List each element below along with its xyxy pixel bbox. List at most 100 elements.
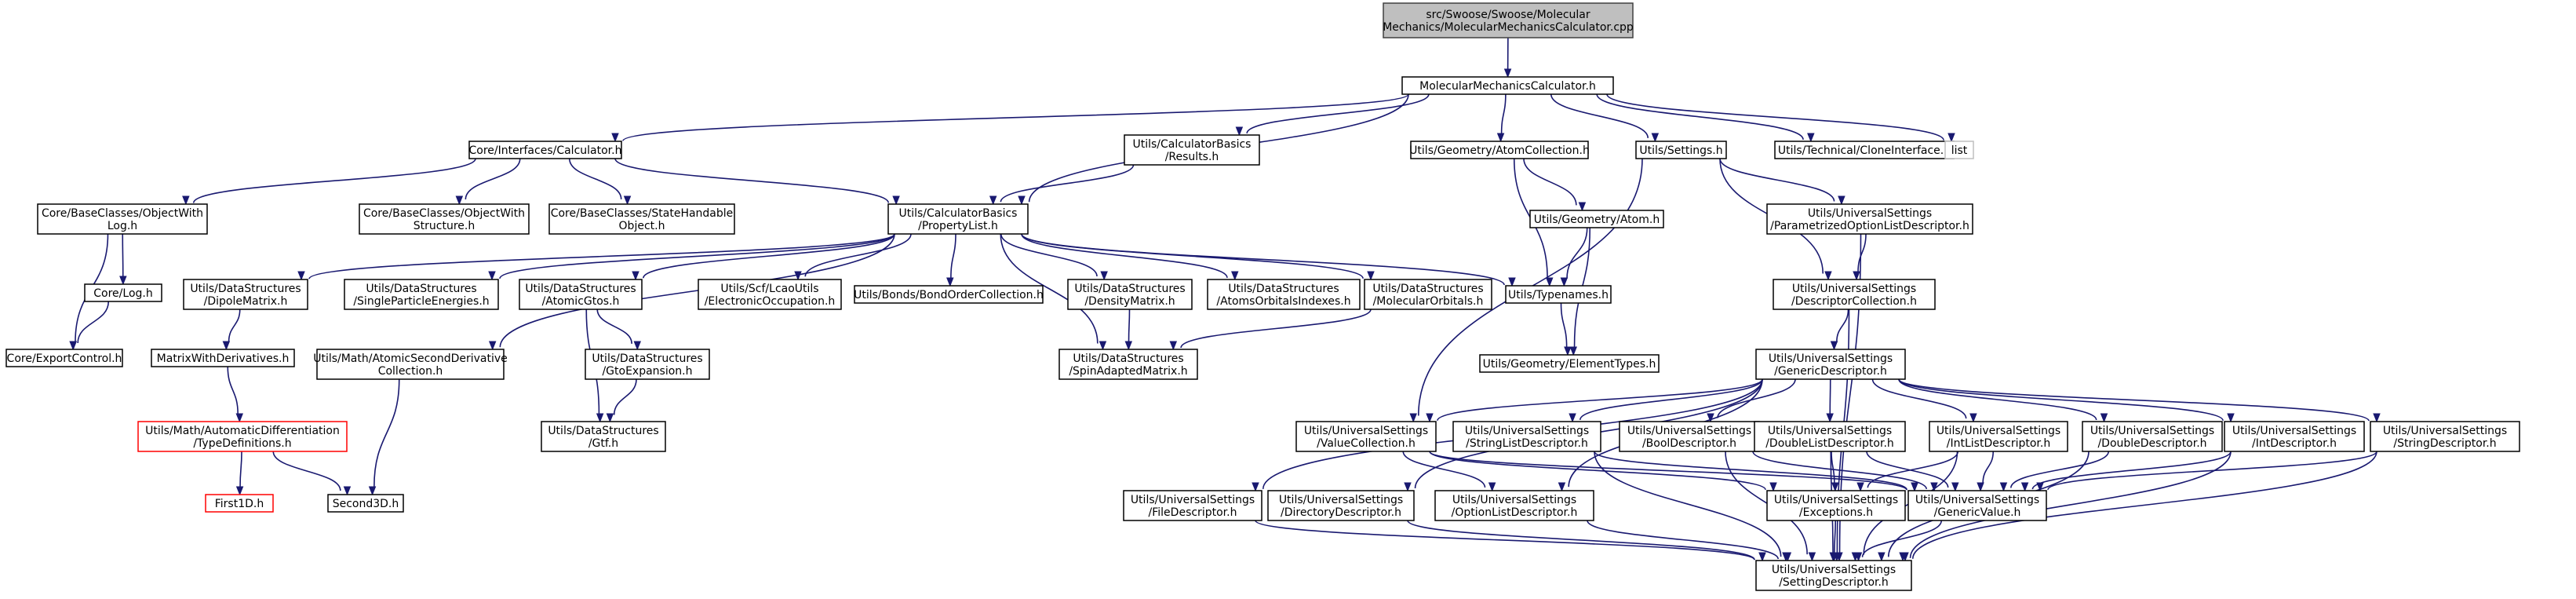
node-elementtypes[interactable]: Utils/Geometry/ElementTypes.h xyxy=(1479,354,1660,373)
node-label: Utils/DataStructures xyxy=(1074,283,1185,295)
edge-propertylist-to-densitymatrix xyxy=(1000,233,1108,281)
node-bondorder[interactable]: Utils/Bonds/BondOrderCollection.h xyxy=(854,285,1044,304)
node-exceptions[interactable]: Utils/UniversalSettings/Exceptions.h xyxy=(1766,490,1906,521)
arrowhead xyxy=(1488,482,1496,492)
node-dbldesc[interactable]: Utils/UniversalSettings/DoubleDescriptor… xyxy=(2082,421,2223,452)
node-atomicgtos[interactable]: Utils/DataStructures/AtomicGtos.h xyxy=(519,279,643,310)
node-label: Utils/UniversalSettings xyxy=(1452,494,1576,506)
node-matrixwithderiv[interactable]: MatrixWithDerivatives.h xyxy=(151,349,295,367)
node-molorbitals[interactable]: Utils/DataStructures/MolecularOrbitals.h xyxy=(1364,279,1492,310)
edge-intlistdesc-to-exceptions xyxy=(1856,451,1959,492)
node-exportcontrol[interactable]: Core/ExportControl.h xyxy=(5,349,123,367)
node-settingdesc[interactable]: Utils/UniversalSettings/SettingDescripto… xyxy=(1755,560,1912,591)
node-optlistdesc[interactable]: Utils/UniversalSettings/OptionListDescri… xyxy=(1434,490,1594,521)
node-atom[interactable]: Utils/Geometry/Atom.h xyxy=(1529,210,1664,228)
node-label: /BoolDescriptor.h xyxy=(1642,437,1736,450)
edge-root-to-mmcalc xyxy=(1503,37,1512,79)
arrowhead xyxy=(892,195,900,206)
node-desccollection[interactable]: Utils/UniversalSettings/DescriptorCollec… xyxy=(1773,279,1936,310)
node-genericdesc[interactable]: Utils/UniversalSettings/GenericDescripto… xyxy=(1755,349,1906,380)
node-intdesc[interactable]: Utils/UniversalSettings/IntDescriptor.h xyxy=(2224,421,2365,452)
node-dirdesc[interactable]: Utils/UniversalSettings/DirectoryDescrip… xyxy=(1267,490,1415,521)
edge-genericdesc-to-intlistdesc xyxy=(1871,378,1977,423)
arrowhead xyxy=(1856,482,1864,492)
arrowhead xyxy=(488,271,496,281)
node-dipolematrix[interactable]: Utils/DataStructures/DipoleMatrix.h xyxy=(183,279,308,310)
node-singleparticle[interactable]: Utils/DataStructures/SingleParticleEnerg… xyxy=(344,279,499,310)
edge-line xyxy=(1898,378,2370,422)
node-box xyxy=(205,494,274,513)
edge-line xyxy=(373,378,400,488)
node-atomsorbitals[interactable]: Utils/DataStructures/AtomsOrbitalsIndexe… xyxy=(1207,279,1361,310)
edge-genericdesc-to-strlistdesc xyxy=(1569,378,1763,423)
arrowhead xyxy=(343,486,352,496)
node-list[interactable]: list xyxy=(1944,141,1974,159)
node-box xyxy=(1635,141,1727,159)
node-label: Utils/UniversalSettings xyxy=(1792,283,1916,295)
node-label: /Gtf.h xyxy=(588,437,618,450)
edge-line xyxy=(596,309,632,345)
node-mmcalc[interactable]: MolecularMechanicsCalculator.h xyxy=(1401,76,1614,95)
node-spinadapted[interactable]: Utils/DataStructures/SpinAdaptedMatrix.h xyxy=(1058,349,1198,380)
edge-dbllistdesc-to-genericvalue xyxy=(1866,451,1959,492)
arrowhead xyxy=(297,271,305,281)
edge-line xyxy=(614,158,890,203)
edge-dipolematrix-to-matrixwithderiv xyxy=(222,309,241,351)
arrowhead xyxy=(69,341,77,351)
node-second3d[interactable]: Second3D.h xyxy=(327,494,404,513)
node-propertylist[interactable]: Utils/CalculatorBasics/PropertyList.h xyxy=(887,203,1029,235)
node-calculator[interactable]: Core/Interfaces/Calculator.h xyxy=(468,141,622,159)
node-label: /FileDescriptor.h xyxy=(1149,506,1237,519)
node-box xyxy=(1754,421,1906,452)
edge-genericdesc-to-valuecoll xyxy=(1426,378,1763,423)
node-atomcollection[interactable]: Utils/Geometry/AtomCollection.h xyxy=(1409,141,1590,159)
arrowhead xyxy=(1124,341,1133,351)
node-booldesc[interactable]: Utils/UniversalSettings/BoolDescriptor.h xyxy=(1619,421,1760,452)
node-typedefs[interactable]: Utils/Math/AutomaticDifferentiation/Type… xyxy=(137,421,348,452)
node-electronicocc[interactable]: Utils/Scf/LcaoUtils/ElectronicOccupation… xyxy=(698,279,842,310)
edge-line xyxy=(1523,158,1577,206)
node-log[interactable]: Core/Log.h xyxy=(84,283,162,302)
node-dbllistdesc[interactable]: Utils/UniversalSettings/DoubleListDescri… xyxy=(1754,421,1906,452)
edge-propertylist-to-atomicsecond xyxy=(488,233,895,351)
node-strlistdesc[interactable]: Utils/UniversalSettings/StringListDescri… xyxy=(1452,421,1601,452)
node-gtf[interactable]: Utils/DataStructures/Gtf.h xyxy=(541,421,666,452)
edge-line xyxy=(950,233,956,279)
node-gtoexpansion[interactable]: Utils/DataStructures/GtoExpansion.h xyxy=(585,349,710,380)
arrowhead xyxy=(1853,271,1860,281)
node-label: Utils/UniversalSettings xyxy=(1279,494,1403,506)
node-valuecoll[interactable]: Utils/UniversalSettings/ValueCollection.… xyxy=(1295,421,1437,452)
node-label: Object.h xyxy=(619,220,665,232)
node-box xyxy=(37,203,208,235)
node-settings[interactable]: Utils/Settings.h xyxy=(1635,141,1727,159)
node-typenames[interactable]: Utils/Typenames.h xyxy=(1505,285,1612,304)
node-filedesc[interactable]: Utils/UniversalSettings/FileDescriptor.h xyxy=(1123,490,1262,521)
node-root[interactable]: src/Swoose/Swoose/MolecularMechanics/Mol… xyxy=(1383,2,1634,38)
node-label: /SingleParticleEnergies.h xyxy=(353,295,489,308)
node-atomicsecond[interactable]: Utils/Math/AtomicSecondDerivativeCollect… xyxy=(313,349,508,380)
edge-line xyxy=(2047,451,2377,491)
edge-propertylist-to-dipolematrix xyxy=(297,233,895,281)
node-first1d[interactable]: First1D.h xyxy=(205,494,274,513)
node-results[interactable]: Utils/CalculatorBasics/Results.h xyxy=(1124,134,1260,166)
edge-line xyxy=(1429,451,1907,491)
node-box xyxy=(1067,279,1193,310)
node-strdesc[interactable]: Utils/UniversalSettings/StringDescriptor… xyxy=(2370,421,2520,452)
node-label: Second3D.h xyxy=(333,498,399,510)
node-box xyxy=(585,349,710,380)
node-intlistdesc[interactable]: Utils/UniversalSettings/IntListDescripto… xyxy=(1929,421,2068,452)
node-densitymatrix[interactable]: Utils/DataStructures/DensityMatrix.h xyxy=(1067,279,1193,310)
node-label: /DescriptorCollection.h xyxy=(1791,295,1917,308)
node-box xyxy=(2370,421,2520,452)
node-cloneinterface[interactable]: Utils/Technical/CloneInterface.h xyxy=(1774,141,1955,159)
node-paramoptlist[interactable]: Utils/UniversalSettings/ParametrizedOpti… xyxy=(1766,203,1973,235)
edge-line xyxy=(1871,378,1967,419)
edge-line xyxy=(1500,93,1507,134)
node-genericvalue[interactable]: Utils/UniversalSettings/GenericValue.h xyxy=(1907,490,2047,521)
node-label: /SettingDescriptor.h xyxy=(1779,576,1889,589)
edge-booldesc-to-settingdesc xyxy=(1725,451,1816,562)
